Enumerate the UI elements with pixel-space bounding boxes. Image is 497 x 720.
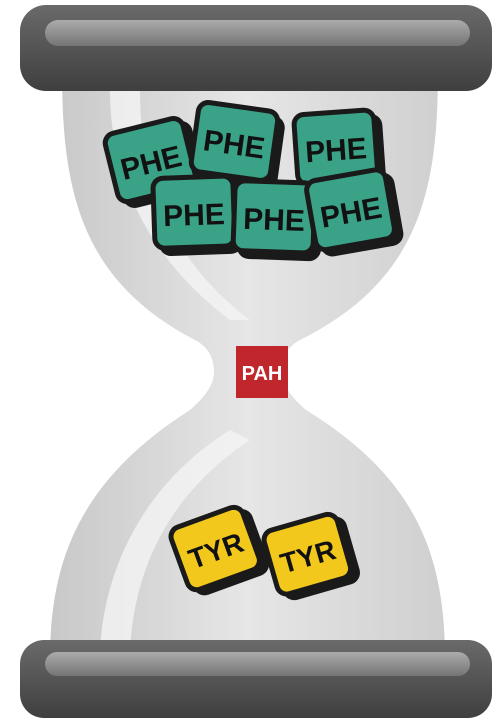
enzyme-label: PAH	[242, 363, 283, 385]
phe-block: PHE	[188, 100, 285, 190]
phe-block: PHE	[150, 173, 243, 256]
top-cap	[20, 5, 492, 91]
phe-block: PHE	[304, 167, 404, 257]
tyr-blocks: TYR TYR	[168, 504, 361, 601]
tyr-block: TYR	[261, 511, 361, 601]
bottom-cap	[20, 640, 492, 718]
phe-block-label: PHE	[243, 203, 306, 238]
tyr-block: TYR	[168, 504, 270, 596]
phe-blocks: PHE PHE PHE PHE PHE PHE	[102, 100, 404, 262]
enzyme-label-box: PAH	[236, 346, 288, 398]
phe-block: PHE	[230, 178, 323, 262]
glass-highlight-bottom	[100, 430, 250, 650]
phe-block-label: PHE	[163, 198, 226, 233]
phe-block-label: PHE	[304, 132, 368, 169]
